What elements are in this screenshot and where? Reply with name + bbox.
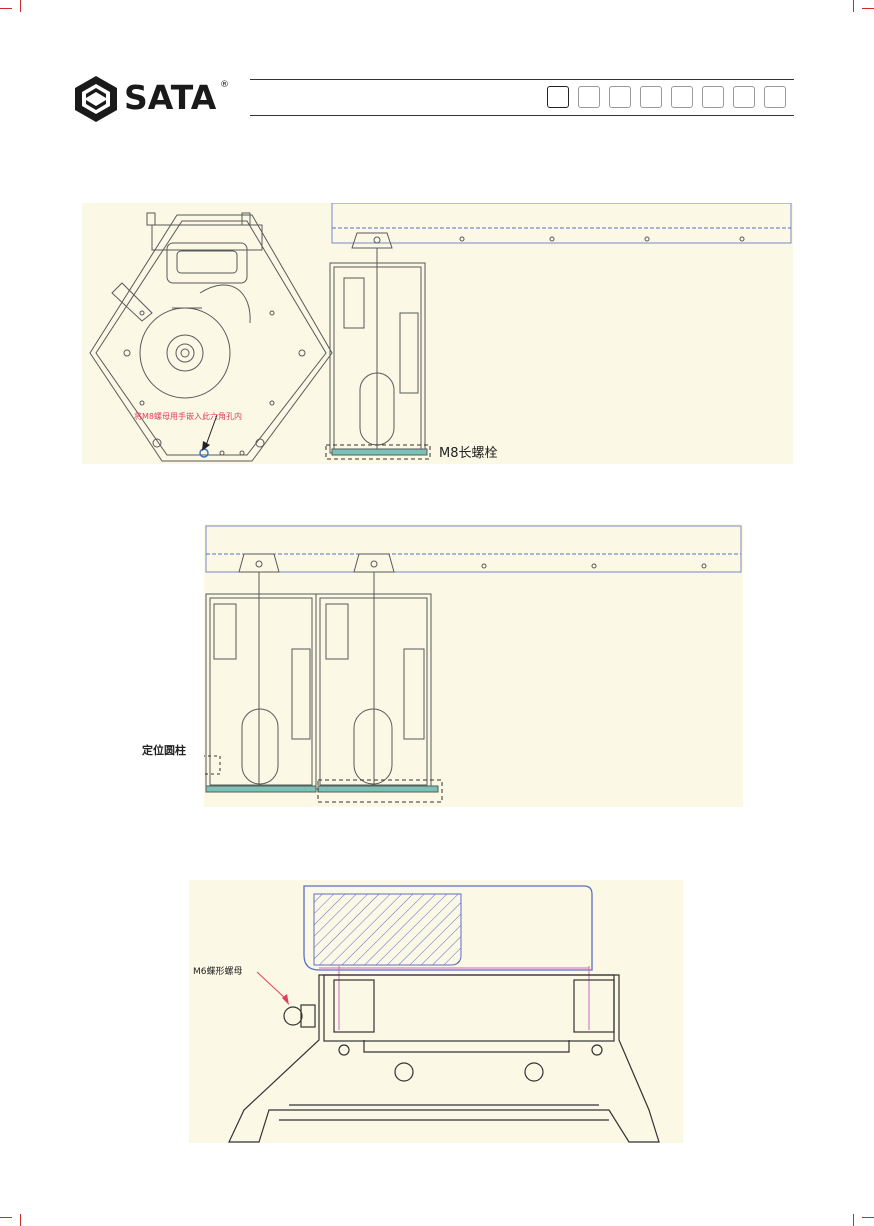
page-box-5 xyxy=(671,86,693,108)
figure-3-panel: M6蝶形螺母 xyxy=(189,880,683,1143)
crop-mark-br-v xyxy=(853,1214,854,1226)
crop-mark-bl xyxy=(0,1217,12,1218)
annotation-m8-bolt: M8长螺栓 xyxy=(439,442,498,461)
page-box-4 xyxy=(640,86,662,108)
sata-logo: SATA ® xyxy=(72,74,232,124)
page-box-2 xyxy=(578,86,600,108)
page-box-8 xyxy=(764,86,786,108)
header-rule-bottom xyxy=(250,115,794,116)
crop-mark-tr-v xyxy=(853,0,854,12)
hexagon-logo-icon xyxy=(72,74,120,124)
crop-mark-tl xyxy=(0,8,12,9)
annotation-hex-nut: 将M8螺母用手嵌入此六角孔内 xyxy=(134,411,242,422)
page-box-3 xyxy=(609,86,631,108)
page-box-1 xyxy=(547,86,569,108)
annotation-m6-wing-nut: M6蝶形螺母 xyxy=(193,964,243,977)
crop-mark-tl-v xyxy=(20,0,21,12)
page-box-6 xyxy=(702,86,724,108)
crop-mark-tr xyxy=(862,8,874,9)
registered-mark: ® xyxy=(220,80,229,90)
figure-1-drawing xyxy=(82,203,793,464)
figure-2-panel xyxy=(204,524,743,807)
annotation-locating-pin: 定位圆柱 xyxy=(142,742,186,758)
crop-mark-bl-v xyxy=(20,1214,21,1226)
brand-name: SATA xyxy=(124,78,216,117)
crop-mark-br xyxy=(862,1217,874,1218)
page-box-7 xyxy=(733,86,755,108)
figure-2-drawing xyxy=(204,524,743,807)
figure-1-panel: 将M8螺母用手嵌入此六角孔内 M8长螺栓 xyxy=(82,203,793,464)
figure-3-drawing xyxy=(189,880,683,1143)
header-rule-top xyxy=(250,79,794,80)
